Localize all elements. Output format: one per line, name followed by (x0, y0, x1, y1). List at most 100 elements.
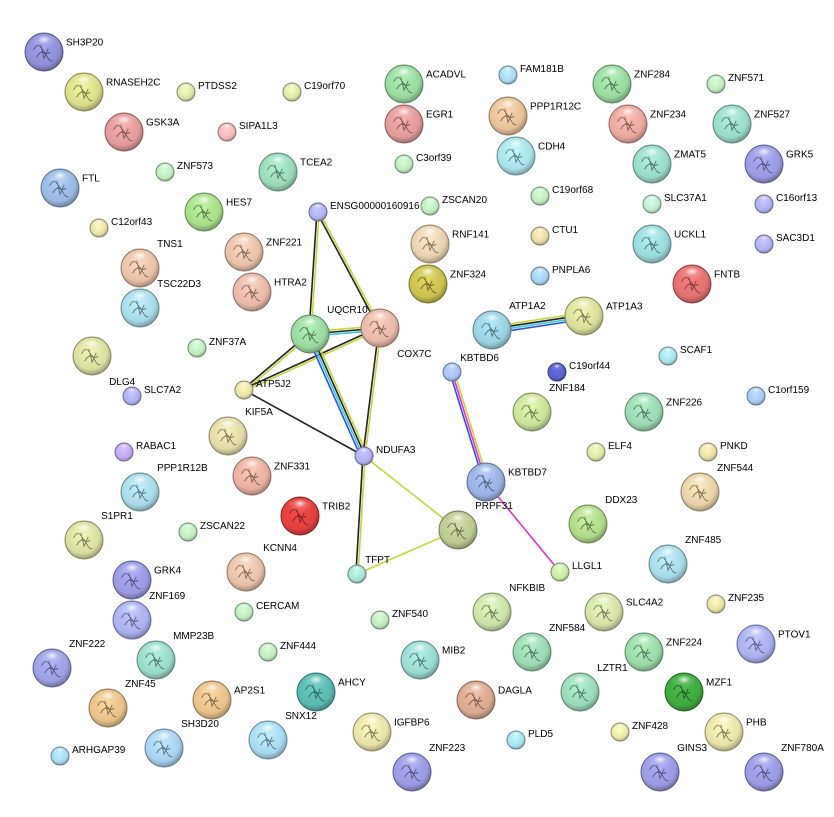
node-rnf141[interactable]: RNF141 (410, 224, 490, 264)
node-acadvl[interactable]: ACADVL (384, 64, 466, 104)
edge-uqcr10-ndufa3-textmining[interactable] (312, 332, 368, 455)
edge-ndufa3-tfpt-textmining[interactable] (357, 456, 366, 575)
node-c16orf13[interactable]: C16orf13 (754, 193, 818, 214)
node-znf169[interactable]: ZNF169 (112, 591, 186, 640)
node-c12orf43[interactable]: C12orf43 (89, 217, 153, 238)
node-znf224[interactable]: ZNF224 (624, 632, 703, 672)
node-scaf1[interactable]: SCAF1 (658, 345, 713, 366)
node-nfkbib[interactable]: NFKBIB (472, 583, 546, 632)
edge-ensg00000160916-cox7c-coexpression[interactable] (316, 212, 380, 329)
node-slc37a1[interactable]: SLC37A1 (642, 193, 707, 214)
edge-ensg00000160916-uqcr10-textmining[interactable] (310, 212, 320, 335)
node-mzf1[interactable]: MZF1 (664, 672, 733, 712)
node-trib2[interactable]: TRIB2 (280, 496, 351, 536)
node-znf37a[interactable]: ZNF37A (187, 337, 247, 358)
node-hes7[interactable]: HES7 (184, 192, 253, 232)
node-znf222[interactable]: ZNF222 (32, 639, 106, 688)
node-cdh4[interactable]: CDH4 (496, 136, 566, 176)
node-rnaseh2c[interactable]: RNASEH2C (64, 72, 160, 112)
node-znf571[interactable]: ZNF571 (706, 73, 765, 94)
node-egr1[interactable]: EGR1 (384, 104, 454, 144)
node-slc7a2[interactable]: SLC7A2 (122, 385, 182, 406)
node-arhgap39[interactable]: ARHGAP39 (50, 745, 126, 766)
node-znf780a[interactable]: ZNF780A (744, 743, 824, 792)
node-sipa1l3[interactable]: SIPA1L3 (217, 121, 278, 142)
node-fntb[interactable]: FNTB (672, 264, 740, 304)
node-ftl[interactable]: FTL (40, 168, 100, 208)
node-znf527[interactable]: ZNF527 (712, 104, 791, 144)
node-cox7c[interactable]: COX7C (360, 308, 432, 360)
node-kif5a[interactable]: KIF5A (208, 407, 273, 456)
node-znf331[interactable]: ZNF331 (232, 456, 311, 496)
node-igfbp6[interactable]: IGFBP6 (352, 712, 430, 752)
node-cercam[interactable]: CERCAM (234, 601, 299, 622)
node-znf223[interactable]: ZNF223 (392, 743, 466, 792)
node-c19orf68[interactable]: C19orf68 (530, 185, 594, 206)
node-slc4a2[interactable]: SLC4A2 (584, 592, 664, 632)
node-pnkd[interactable]: PNKD (698, 441, 748, 462)
node-ppp1r12c[interactable]: PPP1R12C (488, 96, 581, 136)
node-uqcr10[interactable]: UQCR10 (290, 305, 368, 354)
node-zscan20[interactable]: ZSCAN20 (420, 195, 487, 216)
node-c3orf39[interactable]: C3orf39 (394, 153, 452, 174)
node-prpf31[interactable]: PRPF31 (438, 501, 513, 550)
node-znf226[interactable]: ZNF226 (624, 392, 703, 432)
node-s1pr1[interactable]: S1PR1 (64, 511, 133, 560)
node-znf234[interactable]: ZNF234 (608, 104, 687, 144)
node-znf235[interactable]: ZNF235 (706, 593, 765, 614)
node-mib2[interactable]: MIB2 (400, 640, 466, 680)
node-ensg00000160916[interactable]: ENSG00000160916 (308, 201, 420, 222)
node-znf184[interactable]: ZNF184 (512, 383, 586, 432)
node-mmp23b[interactable]: MMP23B (136, 631, 215, 680)
node-znf428[interactable]: ZNF428 (610, 721, 669, 742)
node-sh3d20[interactable]: SH3D20 (144, 719, 219, 768)
edge-ndufa3-prpf31-textmining[interactable] (363, 455, 459, 531)
node-sh3p20[interactable]: SH3P20 (24, 32, 104, 72)
node-znf540[interactable]: ZNF540 (370, 609, 429, 630)
node-ahcy[interactable]: AHCY (296, 672, 366, 712)
node-zmat5[interactable]: ZMAT5 (632, 144, 706, 184)
node-kbtbd6[interactable]: KBTBD6 (442, 353, 499, 382)
node-znf485[interactable]: ZNF485 (648, 535, 722, 584)
node-ddx23[interactable]: DDX23 (568, 495, 638, 544)
node-tsc22d3[interactable]: TSC22D3 (120, 279, 201, 328)
node-znf573[interactable]: ZNF573 (155, 161, 214, 182)
node-zscan22[interactable]: ZSCAN22 (178, 521, 245, 542)
edge-ensg00000160916-uqcr10-coexpression[interactable] (308, 211, 318, 334)
node-gsk3a[interactable]: GSK3A (104, 112, 180, 152)
node-tfpt[interactable]: TFPT (347, 555, 390, 584)
node-c19orf44[interactable]: C19orf44 (547, 361, 611, 382)
node-gins3[interactable]: GINS3 (640, 743, 708, 792)
node-atp1a3[interactable]: ATP1A3 (564, 296, 643, 336)
node-ppp1r12b[interactable]: PPP1R12B (120, 463, 208, 512)
edge-cox7c-ndufa3-textmining[interactable] (364, 328, 382, 457)
node-fam181b[interactable]: FAM181B (498, 64, 564, 85)
edge-uqcr10-ndufa3-cooccurrence[interactable] (306, 335, 362, 458)
node-dlg4[interactable]: DLG4 (72, 336, 136, 388)
node-elf4[interactable]: ELF4 (586, 441, 632, 462)
edge-ensg00000160916-cox7c-textmining[interactable] (318, 211, 382, 328)
node-htra2[interactable]: HTRA2 (232, 272, 307, 312)
node-znf221[interactable]: ZNF221 (224, 232, 303, 272)
node-llgl1[interactable]: LLGL1 (550, 561, 602, 582)
node-znf584[interactable]: ZNF584 (512, 623, 586, 672)
node-ptdss2[interactable]: PTDSS2 (176, 81, 237, 102)
node-pld5[interactable]: PLD5 (506, 729, 553, 750)
node-c1orf159[interactable]: C1orf159 (746, 385, 810, 406)
node-sac3d1[interactable]: SAC3D1 (754, 233, 815, 254)
node-rabac1[interactable]: RABAC1 (114, 441, 176, 462)
edge-cox7c-atp5j2-coexpression[interactable] (243, 326, 380, 390)
node-znf45[interactable]: ZNF45 (88, 679, 156, 728)
node-znf544[interactable]: ZNF544 (680, 463, 754, 512)
node-atp5j2[interactable]: ATP5J2 (234, 379, 291, 400)
edge-atp5j2-ndufa3-coexpression[interactable] (243, 389, 365, 457)
node-tns1[interactable]: TNS1 (120, 239, 183, 288)
node-c19orf70[interactable]: C19orf70 (282, 81, 346, 102)
node-znf284[interactable]: ZNF284 (592, 64, 671, 104)
node-pnpla6[interactable]: PNPLA6 (530, 265, 591, 286)
node-ndufa3[interactable]: NDUFA3 (354, 445, 416, 466)
edge-ndufa3-tfpt-coexpression[interactable] (355, 455, 364, 574)
node-znf444[interactable]: ZNF444 (258, 641, 317, 662)
node-dagla[interactable]: DAGLA (456, 680, 532, 720)
node-phb[interactable]: PHB (704, 712, 767, 752)
